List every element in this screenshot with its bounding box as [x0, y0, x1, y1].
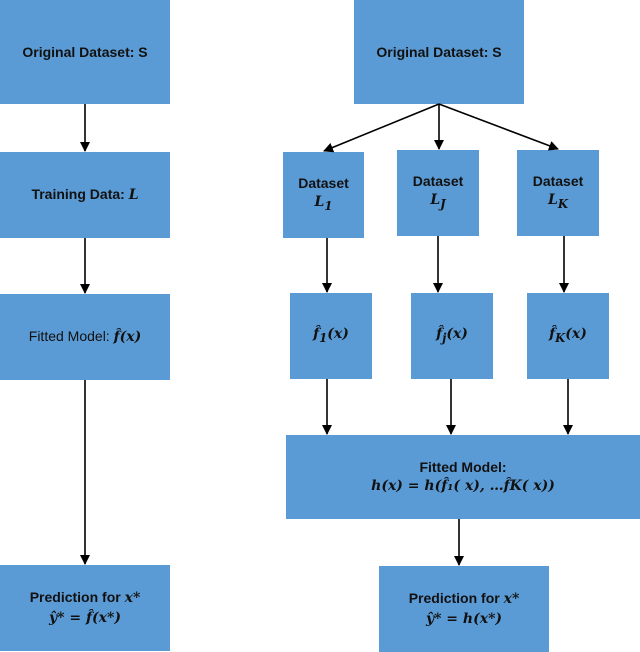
left-fitted-model-label: Fitted Model: f̂(x) — [28, 328, 142, 345]
right-fitted-model-box: Fitted Model: h(x) = h(f̂₁( x), …f̂K( x)… — [286, 435, 640, 519]
dataset-lk-box: Dataset LK — [517, 150, 599, 236]
model-f1-label: f̂1(x) — [313, 326, 349, 345]
dataset-l1-box: Dataset L1 — [283, 152, 364, 238]
dataset-lk-var: LK — [548, 192, 568, 211]
right-original-dataset-label: Original Dataset: S — [376, 43, 502, 60]
dataset-l1-var: L1 — [314, 194, 333, 213]
arrow-original-to-dataset-lk — [438, 103, 559, 151]
right-fitted-model-title: Fitted Model: — [419, 459, 507, 475]
model-fk-box: f̂K(x) — [527, 293, 609, 379]
dataset-lj-label: Dataset — [412, 173, 464, 190]
model-fj-box: f̂j(x) — [411, 293, 493, 379]
left-prediction-title: Prediction for x* — [29, 589, 141, 606]
right-original-dataset-box: Original Dataset: S — [354, 0, 524, 104]
arrow-original-to-dataset-l1 — [323, 103, 440, 153]
left-fitted-model-box: Fitted Model: f̂(x) — [0, 294, 170, 380]
model-fj-label: f̂j(x) — [436, 326, 468, 345]
dataset-lj-box: Dataset LJ — [397, 150, 479, 236]
model-fk-label: f̂K(x) — [549, 326, 587, 345]
left-original-dataset-box: Original Dataset: S — [0, 0, 170, 104]
right-prediction-formula: ŷ* = h(x*) — [425, 611, 503, 627]
left-prediction-formula: ŷ* = f̂(x*) — [49, 610, 121, 626]
right-fitted-model-formula: h(x) = h(f̂₁( x), …f̂K( x)) — [371, 478, 555, 494]
model-f1-box: f̂1(x) — [290, 293, 372, 379]
right-prediction-box: Prediction for x* ŷ* = h(x*) — [379, 566, 549, 652]
left-prediction-box: Prediction for x* ŷ* = f̂(x*) — [0, 565, 170, 651]
right-prediction-title: Prediction for x* — [408, 590, 520, 607]
left-training-data-box: Training Data: L — [0, 152, 170, 238]
dataset-l1-label: Dataset — [298, 175, 349, 192]
dataset-lk-label: Dataset — [532, 173, 584, 190]
left-training-data-label: Training Data: L — [31, 186, 139, 203]
left-original-dataset-label: Original Dataset: S — [22, 43, 148, 60]
dataset-lj-var: LJ — [430, 192, 446, 211]
